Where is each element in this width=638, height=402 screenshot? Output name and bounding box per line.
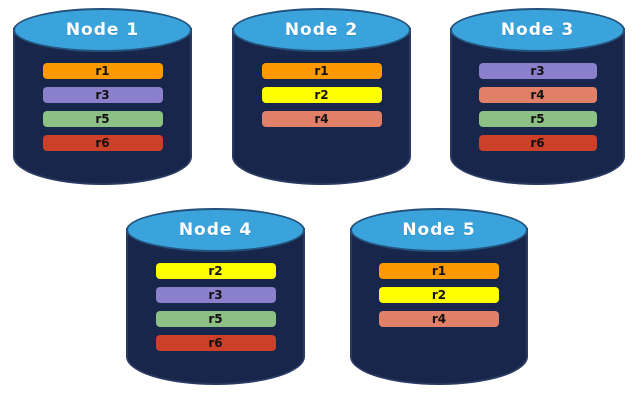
replica-label: r5 [95, 112, 110, 126]
replica-bar[interactable]: r4 [261, 111, 382, 127]
database-node[interactable]: Node 2 r1 r2 r4 [232, 8, 411, 185]
replica-bar[interactable]: r5 [42, 111, 163, 127]
replica-bar[interactable]: r5 [155, 311, 276, 327]
cylinder-body [13, 28, 192, 185]
replica-list: r1 r2 r4 [350, 263, 528, 327]
replica-label: r3 [530, 64, 545, 78]
replica-label: r2 [208, 264, 223, 278]
node-label: Node 2 [284, 20, 359, 40]
cylinder-body [232, 28, 411, 185]
cylinder-top-ellipse: Node 2 [232, 8, 411, 52]
replica-bar[interactable]: r1 [42, 63, 163, 79]
cylinder-body [450, 28, 625, 185]
cylinder-shape: Node 1 [13, 8, 192, 185]
database-node[interactable]: Node 1 r1 r3 r5 r6 [13, 8, 192, 185]
replica-list: r2 r3 r5 r6 [126, 263, 305, 351]
replica-bar[interactable]: r4 [478, 87, 597, 103]
replica-bar[interactable]: r4 [379, 311, 499, 327]
replica-label: r6 [530, 136, 545, 150]
cylinder-top-ellipse: Node 1 [13, 8, 192, 52]
replica-bar[interactable]: r6 [155, 335, 276, 351]
replica-label: r1 [314, 64, 329, 78]
replica-label: r6 [95, 136, 110, 150]
replica-label: r3 [95, 88, 110, 102]
cylinder-top-ellipse: Node 5 [350, 208, 528, 252]
node-label: Node 5 [402, 220, 476, 240]
node-label: Node 4 [178, 220, 253, 240]
database-node[interactable]: Node 5 r1 r2 r4 [350, 208, 528, 385]
replica-bar[interactable]: r3 [155, 287, 276, 303]
replica-label: r5 [530, 112, 545, 126]
replica-bar[interactable]: r3 [478, 63, 597, 79]
replica-bar[interactable]: r1 [379, 263, 499, 279]
replica-label: r2 [314, 88, 329, 102]
replica-label: r3 [208, 288, 223, 302]
cylinder-shape: Node 4 [126, 208, 305, 385]
cylinder-shape: Node 3 [450, 8, 625, 185]
replica-label: r6 [208, 336, 223, 350]
replica-label: r4 [431, 312, 447, 326]
node-label: Node 1 [65, 20, 140, 40]
replica-list: r1 r3 r5 r6 [13, 63, 192, 151]
database-node[interactable]: Node 3 r3 r4 r5 r6 [450, 8, 625, 185]
replica-label: r2 [431, 288, 447, 302]
replica-bar[interactable]: r2 [379, 287, 499, 303]
cylinder-top-ellipse: Node 4 [126, 208, 305, 252]
cylinder-top-ellipse: Node 3 [450, 8, 625, 52]
cylinder-shape: Node 5 [350, 208, 528, 385]
cylinder-body [350, 228, 528, 385]
replica-label: r4 [314, 112, 329, 126]
cylinder-body [126, 228, 305, 385]
replica-bar[interactable]: r2 [261, 87, 382, 103]
database-node[interactable]: Node 4 r2 r3 r5 r6 [126, 208, 305, 385]
replica-bar[interactable]: r5 [478, 111, 597, 127]
replica-label: r5 [208, 312, 223, 326]
replica-list: r1 r2 r4 [232, 63, 411, 127]
replica-bar[interactable]: r1 [261, 63, 382, 79]
replica-bar[interactable]: r6 [42, 135, 163, 151]
replica-label: r1 [95, 64, 110, 78]
replica-bar[interactable]: r3 [42, 87, 163, 103]
replica-bar[interactable]: r6 [478, 135, 597, 151]
node-label: Node 3 [500, 20, 575, 40]
replica-label: r4 [530, 88, 545, 102]
replica-label: r1 [431, 264, 447, 278]
replica-bar[interactable]: r2 [155, 263, 276, 279]
cylinder-shape: Node 2 [232, 8, 411, 185]
replica-list: r3 r4 r5 r6 [450, 63, 625, 151]
